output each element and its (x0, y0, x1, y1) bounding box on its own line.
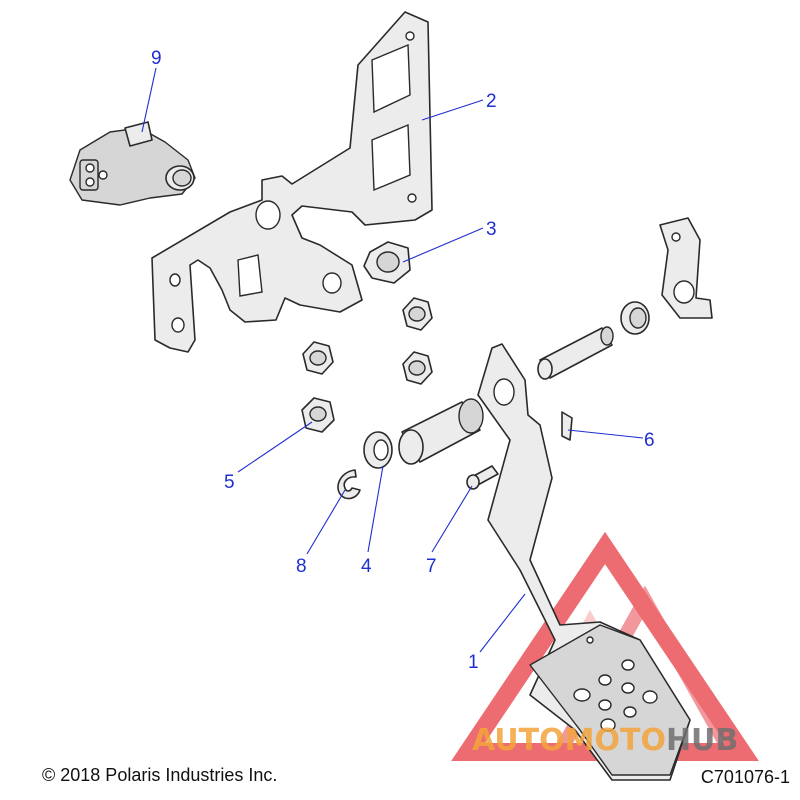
nut-upper-right (402, 297, 433, 331)
callout-5: 5 (224, 472, 235, 493)
leader-6 (567, 429, 644, 439)
leader-1 (479, 593, 526, 653)
leader-9 (141, 67, 157, 133)
watermark-text-grey: HUB (666, 723, 738, 758)
watermark-text-orange: AUTOMOTO (472, 723, 666, 758)
part-2-bracket (151, 11, 433, 353)
leader-5 (237, 421, 313, 473)
leader-7 (431, 485, 473, 553)
callout-2: 2 (486, 91, 497, 112)
part-5-nut (301, 397, 335, 433)
pivot-pin (537, 326, 614, 380)
leader-8 (306, 489, 346, 555)
nut-middle (402, 351, 433, 385)
part-9-switch (69, 121, 196, 206)
part-6-cotter-pin (561, 411, 573, 441)
leader-2 (421, 99, 484, 121)
copyright-text: © 2018 Polaris Industries Inc. (42, 765, 277, 785)
part-8-e-clip (337, 469, 361, 500)
callout-1: 1 (468, 652, 479, 673)
callout-6: 6 (644, 430, 655, 451)
nut-upper-left (302, 341, 334, 375)
leader-4 (367, 465, 384, 553)
sleeve (398, 398, 484, 465)
callout-3: 3 (486, 219, 497, 240)
watermark-text: AUTOMOTOHUB (472, 723, 738, 758)
callout-4: 4 (361, 556, 372, 577)
diagram-code: C701076-1 (701, 767, 790, 787)
part-3-hex-nut (363, 241, 411, 284)
part-4-washer (363, 431, 393, 469)
leader-3 (402, 227, 484, 263)
flanged-bushing (620, 301, 650, 335)
tab-plate (659, 217, 713, 319)
callout-9: 9 (151, 48, 162, 69)
part-1-pedal (477, 343, 691, 781)
callout-7: 7 (426, 556, 437, 577)
part-7-clevis-pin (466, 465, 499, 490)
callout-8: 8 (296, 556, 307, 577)
